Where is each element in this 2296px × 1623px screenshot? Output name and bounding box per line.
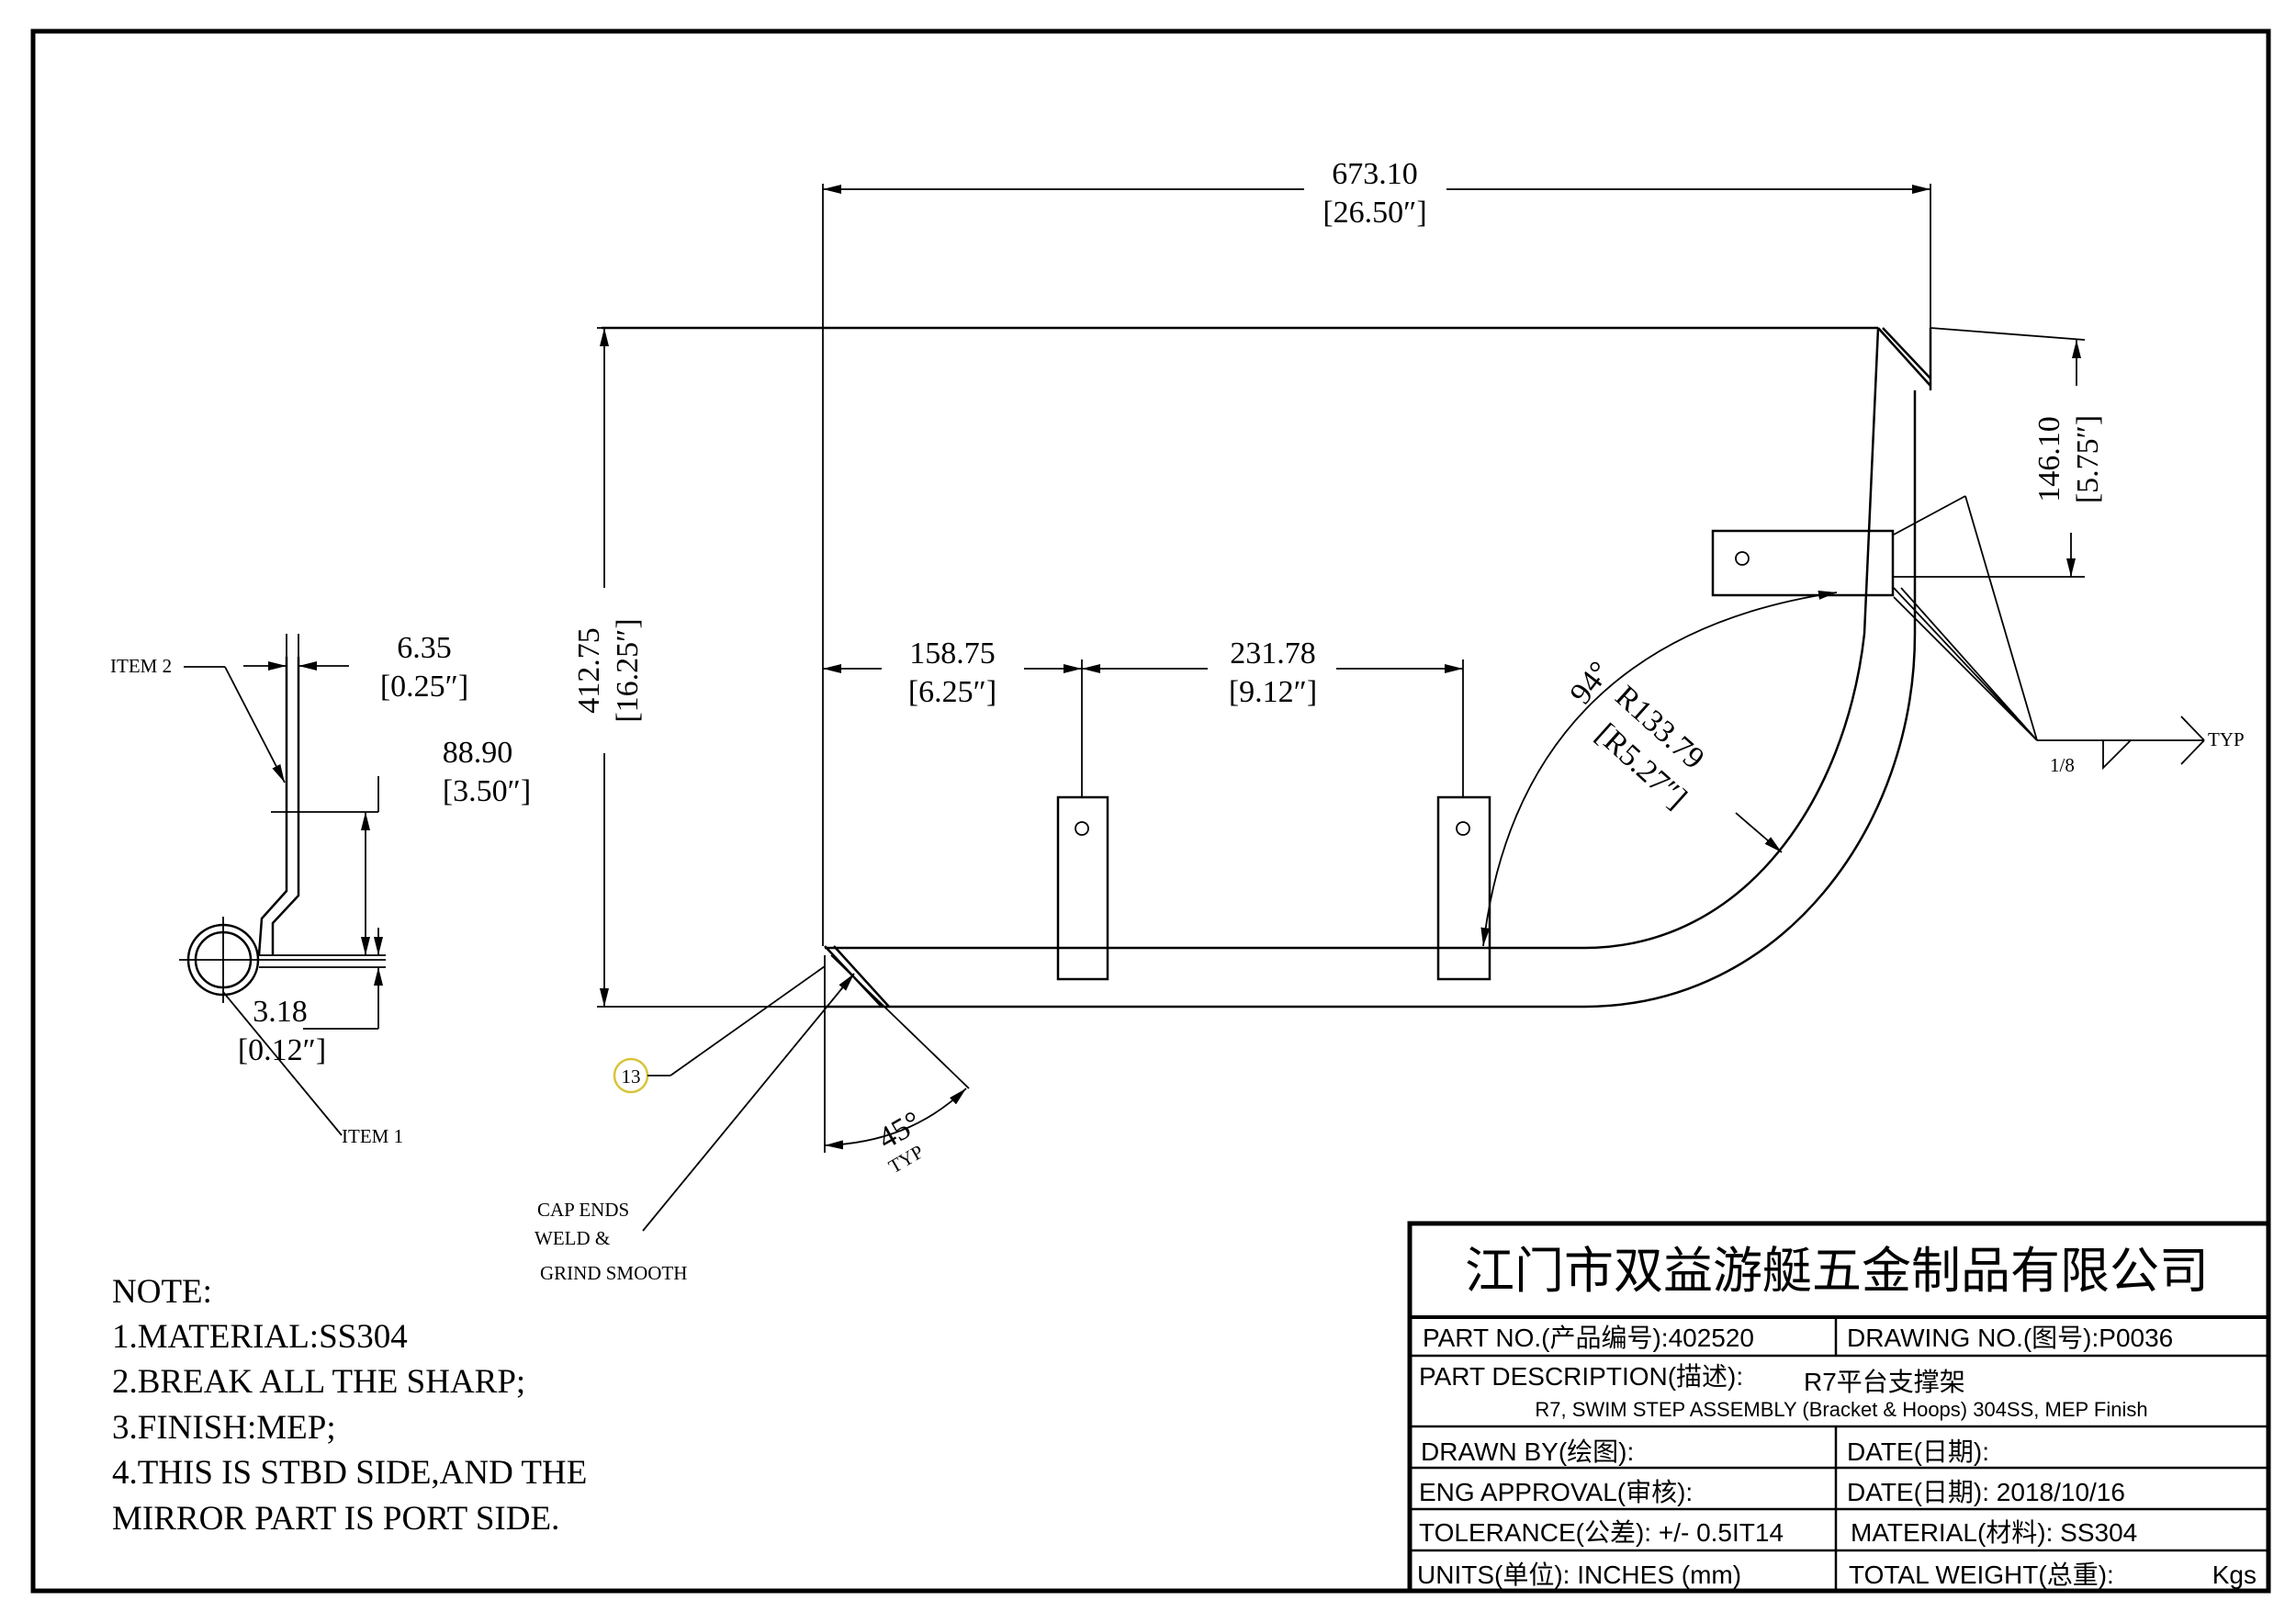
dim-231: 231.78 [9.12″] bbox=[1082, 637, 1463, 709]
notes-block: NOTE: 1.MATERIAL:SS304 2.BREAK ALL THE S… bbox=[112, 1273, 587, 1538]
dim-673-mm: 673.10 bbox=[1332, 157, 1418, 191]
note-2: 2.BREAK ALL THE SHARP; bbox=[112, 1363, 525, 1401]
date-1: DATE(日期): bbox=[1847, 1437, 1989, 1466]
drawn-by: DRAWN BY(绘图): bbox=[1421, 1437, 1634, 1466]
cap-ends-line3: GRIND SMOOTH bbox=[540, 1262, 687, 1284]
detail-6-35-mm: 6.35 bbox=[397, 631, 452, 665]
note-1: 1.MATERIAL:SS304 bbox=[112, 1318, 408, 1356]
weld-symbol: 1/8 TYP bbox=[1893, 495, 2245, 776]
detail-view: 6.35 [0.25″] 88.90 [3.50″] 3.18 [0.12″] … bbox=[110, 631, 531, 1147]
item-2-label: ITEM 2 bbox=[110, 655, 172, 677]
dim-231-mm: 231.78 bbox=[1230, 637, 1316, 671]
detail-3-18-in: [0.12″] bbox=[238, 1033, 326, 1067]
dim-158-in: [6.25″] bbox=[908, 675, 996, 709]
svg-text:13: 13 bbox=[622, 1065, 641, 1088]
drawing-border bbox=[30, 28, 2271, 1594]
note-0: NOTE: bbox=[112, 1273, 212, 1311]
detail-88-90-in: [3.50″] bbox=[443, 774, 531, 808]
cap-ends-note: CAP ENDS WELD & GRIND SMOOTH bbox=[535, 973, 855, 1284]
dim-412-mm: 412.75 bbox=[572, 627, 606, 714]
dim-146-mm: 146.10 bbox=[2032, 416, 2066, 502]
material: MATERIAL(材料): SS304 bbox=[1851, 1518, 2137, 1547]
dim-673: 673.10 [26.50″] bbox=[822, 157, 1931, 946]
weld-size: 1/8 bbox=[2050, 754, 2075, 776]
part-no: PART NO.(产品编号):402520 bbox=[1423, 1324, 1754, 1352]
total-weight: TOTAL WEIGHT(总重): bbox=[1849, 1561, 2114, 1589]
weight-unit: Kgs bbox=[2212, 1561, 2257, 1589]
part-desc-cn: R7平台支撑架 bbox=[1804, 1368, 1965, 1396]
detail-88-90-mm: 88.90 bbox=[443, 736, 513, 770]
dim-158-mm: 158.75 bbox=[909, 637, 996, 671]
part-desc-en: R7, SWIM STEP ASSEMBLY (Bracket & Hoops)… bbox=[1535, 1398, 2147, 1421]
dim-146: 146.10 [5.75″] bbox=[1893, 327, 2105, 578]
dim-412: 412.75 [16.25″] bbox=[572, 327, 825, 1008]
cap-ends-line2: WELD & bbox=[535, 1227, 610, 1249]
item-1-label: ITEM 1 bbox=[342, 1125, 403, 1147]
dim-673-in: [26.50″] bbox=[1322, 196, 1426, 230]
detail-6-35-in: [0.25″] bbox=[380, 670, 468, 704]
units: UNITS(单位): INCHES (mm) bbox=[1417, 1561, 1741, 1589]
dim-146-in: [5.75″] bbox=[2071, 415, 2105, 503]
cap-ends-line1: CAP ENDS bbox=[537, 1199, 629, 1221]
note-4: 4.THIS IS STBD SIDE,AND THE bbox=[112, 1454, 587, 1492]
angle-94-label: 94° bbox=[1563, 655, 1616, 710]
dim-412-in: [16.25″] bbox=[611, 618, 645, 722]
company-name: 江门市双益游艇五金制品有限公司 bbox=[1465, 1242, 2209, 1300]
detail-3-18-mm: 3.18 bbox=[253, 995, 308, 1029]
weld-typ: TYP bbox=[2208, 728, 2245, 750]
note-3: 3.FINISH:MEP; bbox=[112, 1409, 336, 1447]
title-block: 江门市双益游艇五金制品有限公司 PART NO.(产品编号):402520 DR… bbox=[1407, 1221, 2271, 1594]
dim-158: 158.75 [6.25″] bbox=[823, 637, 1464, 797]
balloon-13: 13 bbox=[613, 965, 826, 1094]
drawing-no: DRAWING NO.(图号):P0036 bbox=[1847, 1324, 2173, 1352]
dim-45-angle: 45° TYP bbox=[824, 954, 970, 1178]
tolerance: TOLERANCE(公差): +/- 0.5IT14 bbox=[1419, 1518, 1784, 1547]
date-2: DATE(日期): 2018/10/16 bbox=[1847, 1478, 2125, 1506]
dim-231-in: [9.12″] bbox=[1229, 675, 1317, 709]
eng-approval: ENG APPROVAL(审核): bbox=[1419, 1478, 1693, 1506]
part-desc-label: PART DESCRIPTION(描述): bbox=[1419, 1362, 1743, 1391]
note-5: MIRROR PART IS PORT SIDE. bbox=[112, 1500, 559, 1538]
dim-radius: R133.79 [R5.27″] bbox=[1589, 680, 1783, 853]
